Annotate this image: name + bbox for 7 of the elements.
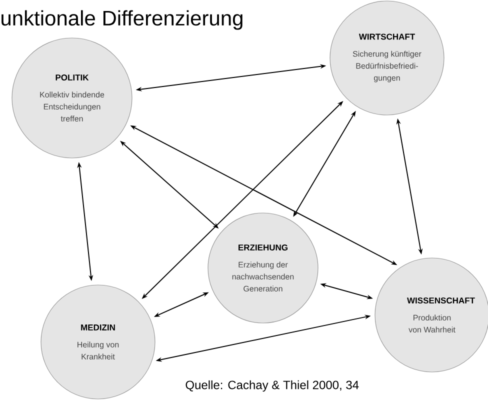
circle-node: WISSENSCHAFT Produktion von Wahrheit (374, 258, 488, 372)
caption: Quelle: Cachay & Thiel 2000, 34 (186, 380, 359, 392)
circle-node: ERZIEHUNG Erziehung der nachwachsenden Generation (208, 212, 318, 324)
title: unktionale Differenzierung (2, 10, 242, 30)
circle-node: MEDIZIN Heilung von Krankheit (40, 284, 156, 400)
circle-node: WIRTSCHAFT Sicherung künftiger Bedürfnisbefriedi- gungen (330, 0, 444, 116)
circle-node: POLITIK Kollektiv bindende Entscheidungen treffen (12, 38, 132, 158)
